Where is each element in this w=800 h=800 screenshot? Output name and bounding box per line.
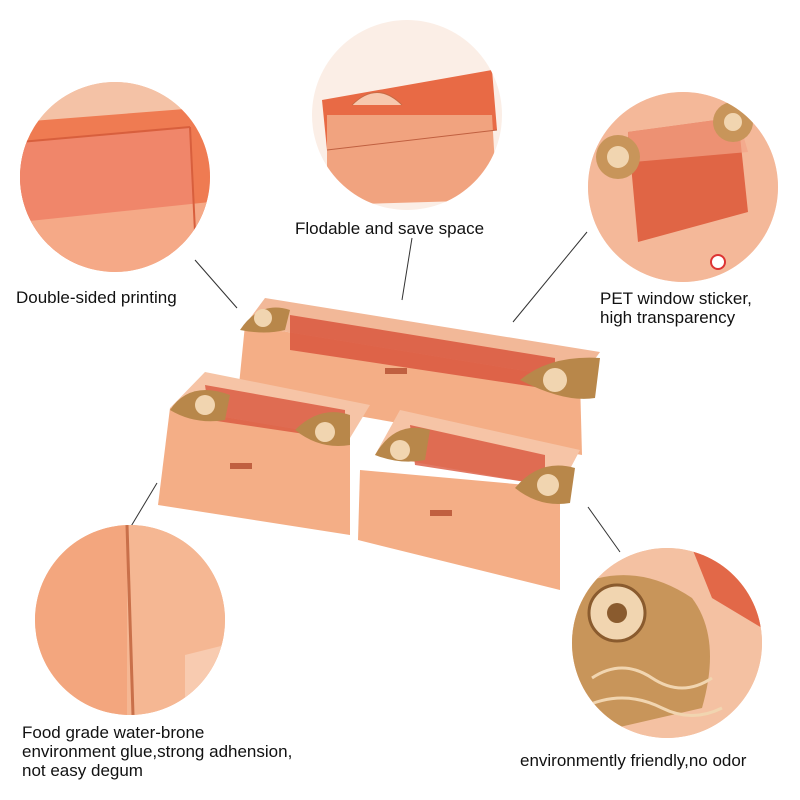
callout-pet-window: PET window sticker, high transparency bbox=[600, 289, 752, 327]
long-box bbox=[238, 298, 600, 455]
pet-window-illustration bbox=[588, 92, 778, 282]
connector-line-bottom-right bbox=[587, 506, 621, 553]
detail-circle-foldable bbox=[312, 20, 502, 210]
ornament-print-illustration bbox=[572, 548, 762, 738]
callout-double-sided: Double-sided printing bbox=[16, 288, 177, 307]
callout-foldable: Flodable and save space bbox=[295, 219, 485, 238]
callout-eco: environmently friendly,no odor bbox=[520, 751, 747, 770]
glue-seam-illustration bbox=[35, 525, 225, 715]
detail-circle-double-sided bbox=[20, 82, 210, 272]
connector-line-top bbox=[401, 237, 413, 301]
small-right-box bbox=[358, 410, 580, 590]
callout-food-grade: Food grade water-brone environment glue,… bbox=[22, 723, 293, 780]
detail-circle-pet-window bbox=[588, 92, 778, 282]
connector-line-top-right bbox=[512, 231, 588, 323]
box-interior-illustration bbox=[20, 82, 210, 272]
folded-flap-illustration bbox=[322, 70, 498, 205]
detail-circle-eco bbox=[572, 548, 762, 738]
small-left-box bbox=[158, 372, 370, 535]
detail-circle-food-grade bbox=[35, 525, 225, 715]
connector-line-bottom-left bbox=[126, 482, 158, 534]
